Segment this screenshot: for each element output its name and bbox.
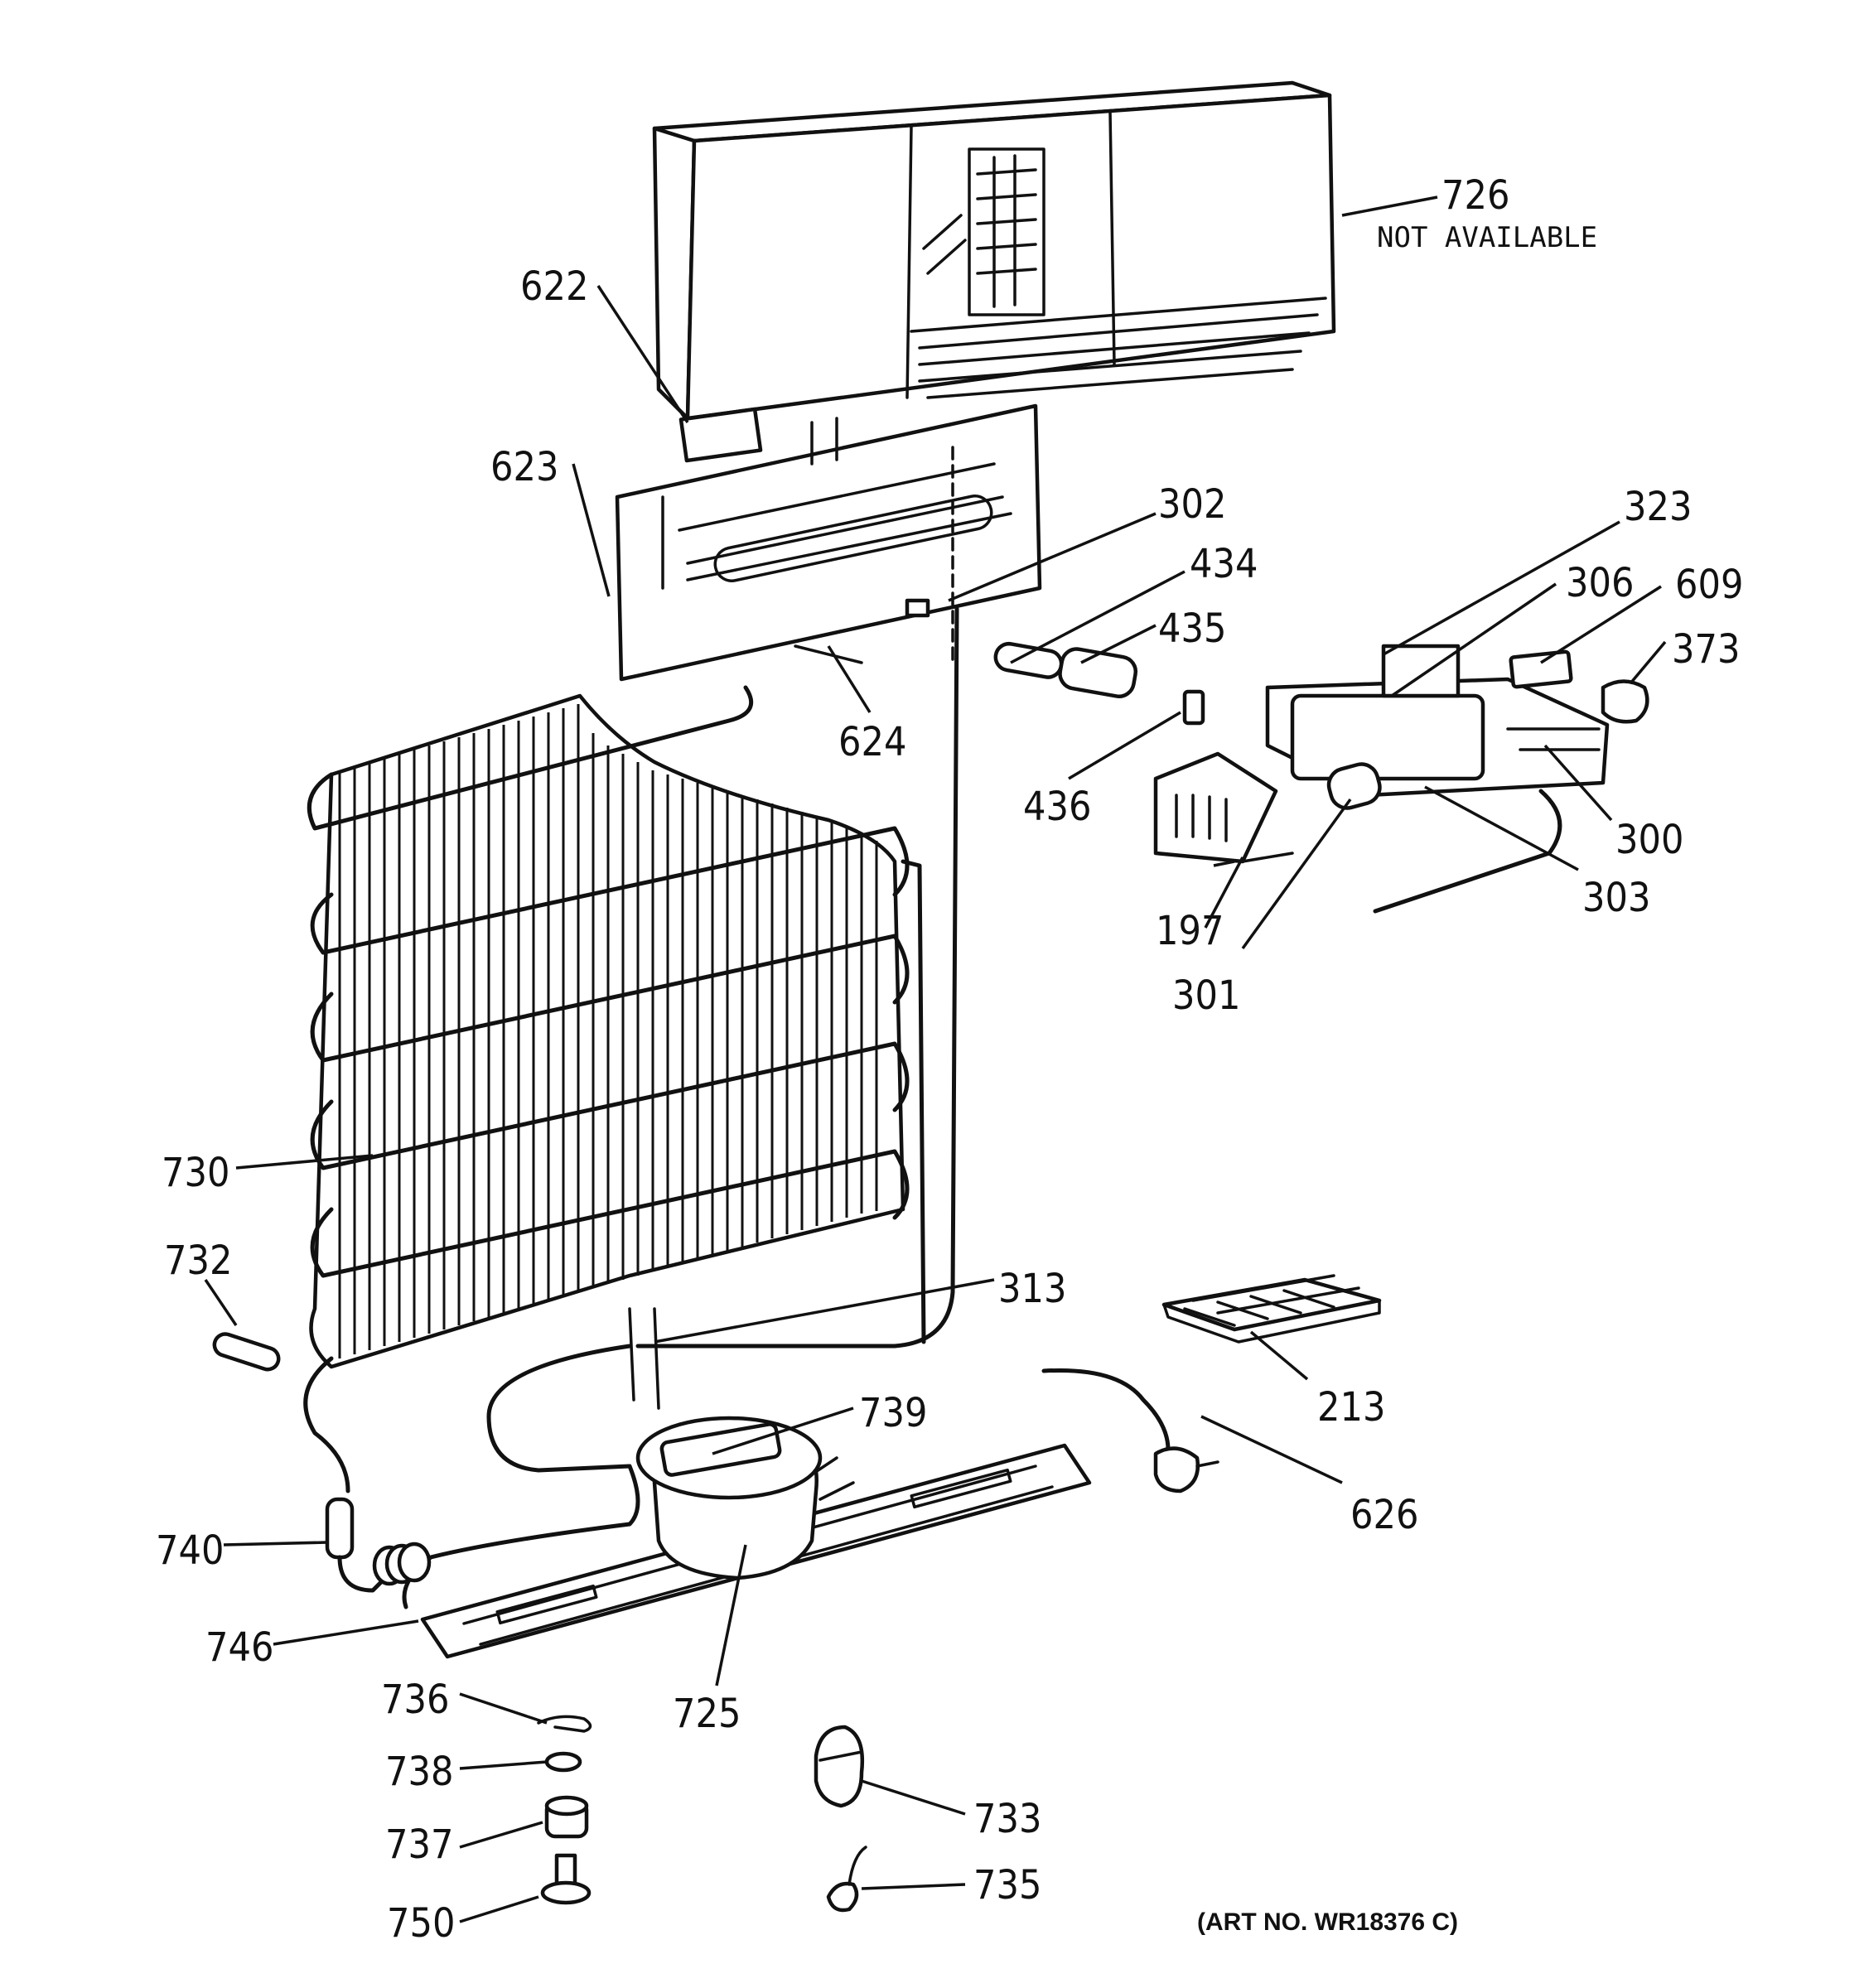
callout-623: 623	[490, 444, 558, 490]
leader-lines	[204, 195, 1667, 1923]
thermostat-wire	[1373, 789, 1562, 914]
callout-434: 434	[1190, 541, 1258, 587]
art-number: (ART NO. WR18376 C)	[1197, 1908, 1458, 1936]
callout-609: 609	[1675, 562, 1743, 608]
knob-301	[1326, 762, 1382, 810]
callout-725: 725	[673, 1691, 741, 1737]
callout-739: 739	[859, 1390, 927, 1436]
callout-306: 306	[1566, 560, 1634, 606]
callout-736: 736	[381, 1677, 449, 1723]
callout-624: 624	[838, 719, 906, 765]
pin-732	[212, 1332, 281, 1372]
ice-tray-213	[1161, 1274, 1382, 1344]
relay-735	[826, 1846, 867, 1913]
callout-746: 746	[205, 1624, 273, 1671]
callout-750: 750	[387, 1900, 455, 1947]
cover-197	[1153, 751, 1294, 864]
condenser-730	[303, 685, 926, 1493]
grommet-737	[544, 1795, 589, 1839]
clip-736	[537, 1715, 592, 1733]
callout-302: 302	[1158, 481, 1226, 528]
compressor-725	[635, 1416, 855, 1580]
callout-labels: 726 NOT AVAILABLE 622 623 302 434 435 32…	[156, 172, 1743, 1947]
knob-373	[1601, 679, 1649, 724]
evaporator-623	[615, 403, 1042, 682]
light-socket-434-435	[993, 641, 1138, 698]
callout-323: 323	[1624, 484, 1692, 530]
callout-313: 313	[998, 1266, 1066, 1312]
overload-733	[814, 1725, 864, 1808]
callout-300: 300	[1615, 817, 1683, 863]
callout-303: 303	[1582, 875, 1650, 921]
power-cord-626	[1041, 1368, 1219, 1493]
callout-733: 733	[973, 1796, 1041, 1842]
discharge-tubing	[402, 1344, 640, 1609]
bracket-622	[678, 407, 763, 463]
freezer-liner-726	[652, 80, 1336, 421]
part-609	[1509, 649, 1573, 689]
stud-750	[540, 1853, 592, 1905]
callout-622: 622	[520, 263, 588, 310]
washer-738	[544, 1751, 582, 1773]
callout-726: 726	[1441, 172, 1509, 219]
callout-726-note: NOT AVAILABLE	[1377, 221, 1597, 254]
capillary-tube	[635, 606, 959, 1349]
clip-436	[1182, 689, 1205, 726]
callout-737: 737	[385, 1822, 453, 1868]
callout-436: 436	[1023, 784, 1091, 830]
callout-213: 213	[1317, 1384, 1385, 1431]
callout-301: 301	[1172, 972, 1240, 1019]
callout-738: 738	[385, 1749, 453, 1795]
coil	[372, 1542, 432, 1586]
callout-740: 740	[156, 1527, 224, 1574]
callout-730: 730	[162, 1150, 229, 1196]
callout-197: 197	[1156, 908, 1224, 954]
callout-626: 626	[1350, 1492, 1418, 1538]
callout-373: 373	[1672, 626, 1740, 673]
drier-740	[325, 1497, 355, 1560]
callout-732: 732	[164, 1238, 232, 1284]
callout-735: 735	[973, 1862, 1041, 1908]
callout-435: 435	[1158, 606, 1226, 652]
